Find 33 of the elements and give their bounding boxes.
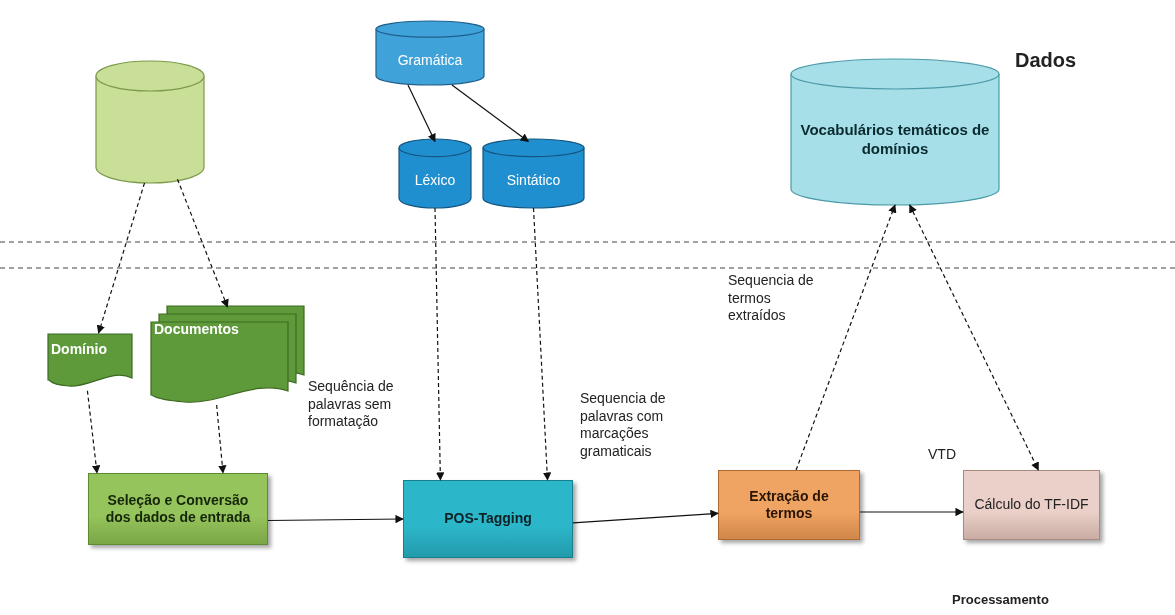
arrow — [859, 507, 964, 517]
text-label: Sequencia de palavras com marcações gramaticais — [580, 390, 667, 460]
arrow — [216, 404, 227, 474]
process-box — [88, 473, 268, 545]
arrow — [267, 514, 404, 524]
text-label: Processamento — [952, 592, 1050, 609]
node-label: Vocabulários temáticos de domínios — [799, 120, 991, 159]
node-label: Léxico — [414, 172, 456, 190]
node-label: POS-Tagging — [444, 510, 532, 528]
text-label: Dados — [1015, 48, 1078, 73]
node-label: Domínio — [51, 341, 107, 359]
process-box — [963, 470, 1100, 540]
node-label: Seleção e Conversão dos dados de entrada — [104, 491, 252, 527]
node-label: Sintático — [506, 172, 561, 190]
process-box — [718, 470, 860, 540]
arrow — [86, 390, 101, 474]
arrow — [572, 509, 719, 524]
text-label: Sequencia de termos extraídos — [728, 272, 815, 325]
node-label: Gramática — [397, 51, 463, 70]
node-label: Cálculo do TF-IDF — [974, 496, 1089, 514]
text-label: Sequência de palavras sem formatação — [308, 378, 395, 431]
node-label: Documentos — [154, 321, 239, 339]
arrow — [407, 84, 436, 143]
node-label: Extração de termos — [748, 487, 830, 523]
arrow — [532, 207, 552, 481]
process-box — [403, 480, 573, 558]
arrow — [795, 204, 897, 471]
arrow — [96, 182, 146, 334]
text-label: VTD — [928, 446, 957, 464]
arrow — [176, 178, 229, 308]
arrow — [909, 204, 1039, 471]
arrow — [451, 84, 530, 143]
arrow — [434, 207, 445, 481]
